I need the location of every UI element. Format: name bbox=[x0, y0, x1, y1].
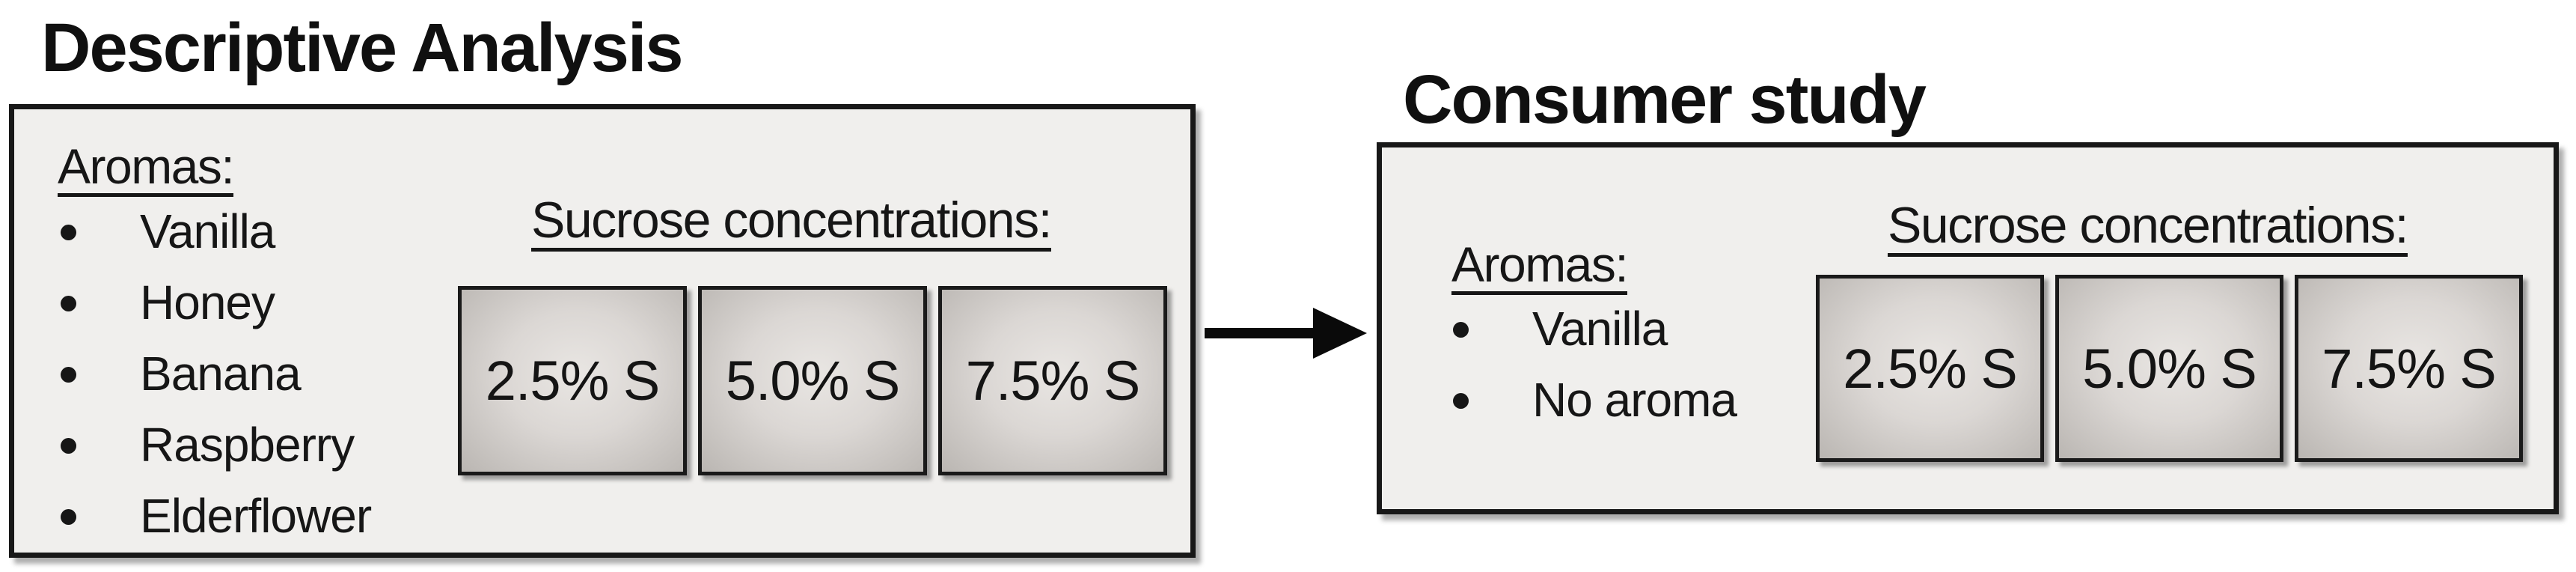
sucrose-sample-box: 5.0% S bbox=[698, 286, 927, 475]
sucrose-concentrations-heading: Sucrose concentrations: bbox=[1888, 200, 2409, 257]
sucrose-label: 2.5% S bbox=[485, 350, 661, 412]
list-item: No aroma bbox=[1382, 365, 1737, 436]
sucrose-sample-box: 2.5% S bbox=[1816, 275, 2044, 462]
sucrose-label: 2.5% S bbox=[1843, 337, 2018, 400]
descriptive-analysis-title: Descriptive Analysis bbox=[41, 10, 684, 86]
list-item: Vanilla bbox=[1382, 293, 1737, 365]
aroma-list: Vanilla No aroma bbox=[1382, 293, 1737, 436]
aroma-label: Vanilla bbox=[140, 204, 275, 258]
bullet-icon bbox=[1453, 393, 1469, 409]
consumer-study-panel: Aromas: Vanilla No aroma Sucrose concent… bbox=[1377, 142, 2559, 514]
bullet-icon bbox=[61, 225, 76, 240]
aromas-heading: Aromas: bbox=[58, 142, 235, 197]
aroma-label: No aroma bbox=[1532, 373, 1737, 427]
list-item: Honey bbox=[14, 267, 371, 338]
bullet-icon bbox=[61, 438, 76, 454]
bullet-icon bbox=[61, 509, 76, 525]
sucrose-sample-box: 7.5% S bbox=[2295, 275, 2523, 462]
sucrose-sample-box: 7.5% S bbox=[938, 286, 1167, 475]
sucrose-concentrations-heading: Sucrose concentrations: bbox=[531, 195, 1053, 252]
sucrose-sample-box: 2.5% S bbox=[458, 286, 687, 475]
list-item: Vanilla bbox=[14, 196, 371, 267]
sucrose-box-row: 2.5% S 5.0% S 7.5% S bbox=[458, 286, 1167, 475]
sucrose-label: 7.5% S bbox=[965, 350, 1141, 412]
sucrose-box-row: 2.5% S 5.0% S 7.5% S bbox=[1816, 275, 2523, 462]
aroma-label: Elderflower bbox=[140, 489, 372, 543]
list-item: Raspberry bbox=[14, 410, 371, 481]
descriptive-analysis-panel: Aromas: Vanilla Honey Banana Raspberry E… bbox=[9, 104, 1196, 558]
sucrose-label: 5.0% S bbox=[2082, 337, 2257, 400]
bullet-icon bbox=[1453, 322, 1469, 338]
aroma-label: Banana bbox=[140, 347, 302, 401]
aroma-list: Vanilla Honey Banana Raspberry Elderflow… bbox=[14, 196, 372, 552]
bullet-icon bbox=[61, 296, 76, 311]
consumer-study-title: Consumer study bbox=[1403, 61, 1927, 138]
list-item: Elderflower bbox=[14, 481, 372, 552]
sucrose-sample-box: 5.0% S bbox=[2055, 275, 2283, 462]
sucrose-label: 7.5% S bbox=[2322, 337, 2497, 400]
arrow-right-icon bbox=[1201, 302, 1369, 365]
aromas-heading: Aromas: bbox=[1451, 240, 1629, 295]
aroma-label: Raspberry bbox=[140, 418, 355, 472]
sucrose-label: 5.0% S bbox=[725, 350, 901, 412]
aroma-label: Vanilla bbox=[1532, 302, 1668, 356]
list-item: Banana bbox=[14, 338, 371, 410]
aroma-label: Honey bbox=[140, 276, 275, 329]
bullet-icon bbox=[61, 367, 76, 383]
